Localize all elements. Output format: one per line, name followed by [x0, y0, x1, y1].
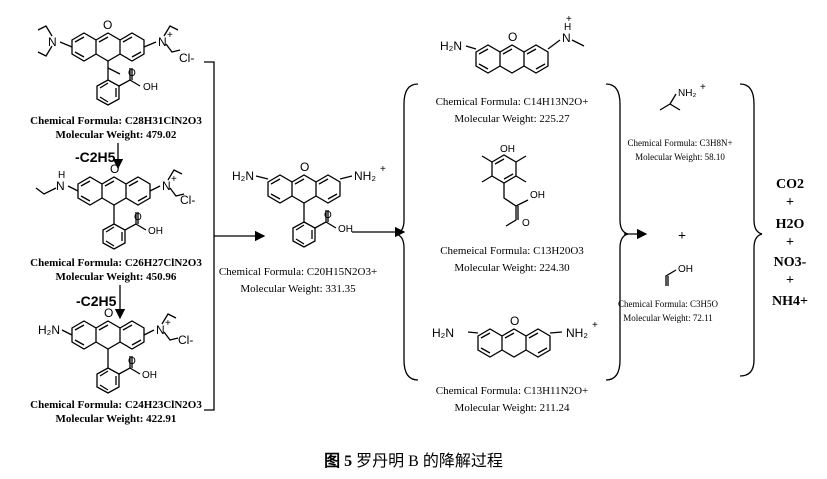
- svg-text:O: O: [510, 314, 519, 328]
- svg-text:OH: OH: [143, 82, 158, 93]
- final-co2: CO2: [776, 177, 804, 192]
- svg-text:OH: OH: [338, 224, 353, 235]
- svg-text:O: O: [522, 218, 530, 229]
- figure-caption: 图 5 罗丹明 B 的降解过程: [0, 447, 827, 471]
- final-plus-2: +: [786, 235, 794, 250]
- product-2-structure: OH OH O: [481, 144, 545, 229]
- s1-formula: Chemical Formula: C3H8N+: [627, 138, 732, 148]
- svg-text:H₂N: H₂N: [38, 323, 60, 337]
- s2-formula: Chemical Formula: C3H5O: [618, 299, 718, 309]
- brace-final: [739, 83, 763, 377]
- svg-text:OH: OH: [142, 370, 157, 381]
- m4-formula: Chemical Formula: C20H15N2O3+: [219, 266, 377, 278]
- svg-text:H₂N: H₂N: [232, 169, 254, 183]
- svg-text:N: N: [156, 323, 165, 337]
- p2-formula: Chemeical Formula: C13H20O3: [440, 245, 584, 257]
- p1-formula: Chemical Formula: C14H13N2O+: [436, 96, 589, 108]
- m2-formula: Chemical Formula: C26H27ClN2O3: [30, 257, 202, 269]
- m3-counterion: Cl-: [178, 333, 193, 347]
- svg-text:N: N: [562, 31, 571, 45]
- svg-text:O: O: [134, 212, 142, 223]
- svg-text:NH₂: NH₂: [354, 169, 376, 183]
- m1-counterion: Cl-: [179, 51, 194, 65]
- svg-text:+: +: [165, 318, 171, 329]
- s2-mw: Molecular Weight: 72.11: [623, 313, 713, 323]
- m1-mw: Molecular Weight: 479.02: [56, 129, 177, 141]
- product-1-structure: O H₂N N H +: [440, 14, 585, 74]
- svg-text:NH₂: NH₂: [566, 326, 588, 340]
- svg-text:O: O: [508, 30, 517, 44]
- svg-text:O: O: [324, 210, 332, 221]
- final-no3: NO3-: [774, 255, 807, 270]
- amine-n-label: N: [48, 35, 57, 49]
- m3-formula: Chemical Formula: C24H23ClN2O3: [30, 399, 202, 411]
- final-plus-1: +: [786, 195, 794, 210]
- ring-oxygen-label: O: [103, 18, 112, 32]
- m1-formula: Chemical Formula: C28H31ClN2O3: [30, 115, 202, 127]
- p3-mw: Molecular Weight: 211.24: [455, 402, 570, 414]
- svg-text:OH: OH: [530, 190, 545, 201]
- final-nh4: NH4+: [772, 294, 808, 309]
- final-plus-3: +: [786, 273, 794, 288]
- svg-text:OH: OH: [678, 264, 693, 275]
- small-molecule-1-structure: NH₂ +: [659, 82, 706, 111]
- m4-mw: Molecular Weight: 331.35: [240, 283, 356, 295]
- svg-text:+: +: [566, 14, 572, 25]
- molecule-deethylated-1: O N H N + OH O Cl-: [35, 162, 195, 250]
- molecule-rhodamine-b: O N N + OH O Cl-: [37, 18, 194, 106]
- m2-mw: Molecular Weight: 450.96: [56, 271, 177, 283]
- svg-text:+: +: [592, 320, 598, 331]
- svg-text:H: H: [58, 170, 65, 181]
- step2-label: -C2H5: [76, 293, 117, 309]
- p2-mw: Molecular Weight: 224.30: [454, 262, 570, 274]
- svg-text:+: +: [167, 30, 173, 41]
- caption-text: 罗丹明 B 的降解过程: [356, 453, 503, 470]
- m3-mw: Molecular Weight: 422.91: [56, 413, 177, 425]
- svg-text:O: O: [300, 160, 309, 174]
- svg-text:OH: OH: [148, 226, 163, 237]
- svg-text:H₂N: H₂N: [440, 39, 462, 53]
- plus-sign: +: [678, 229, 686, 244]
- svg-text:NH₂: NH₂: [678, 88, 696, 99]
- bracket-left-group: [204, 61, 215, 411]
- brace-left-products: [395, 83, 419, 381]
- product-3-structure: O H₂N NH₂ +: [432, 314, 598, 358]
- svg-text:+: +: [380, 164, 386, 175]
- p3-formula: Chemical Formula: C13H11N2O+: [436, 385, 588, 397]
- svg-text:O: O: [104, 306, 113, 320]
- svg-text:N: N: [56, 179, 65, 193]
- molecule-deethylated-2: O H₂N N + OH O Cl-: [38, 306, 193, 394]
- brace-right-products: [605, 83, 629, 381]
- final-h2o: H2O: [776, 217, 805, 232]
- svg-text:O: O: [110, 162, 119, 176]
- svg-text:O: O: [128, 68, 136, 79]
- p1-mw: Molecular Weight: 225.27: [454, 113, 570, 125]
- molecule-fully-deethylated: O H₂N NH₂ + OH O: [232, 160, 386, 248]
- svg-text:N: N: [162, 179, 171, 193]
- svg-text:OH: OH: [500, 144, 515, 155]
- m2-counterion: Cl-: [180, 193, 195, 207]
- svg-text:H₂N: H₂N: [432, 326, 454, 340]
- iminium-n-label: N: [158, 35, 167, 49]
- caption-prefix: 图 5: [324, 453, 353, 470]
- degradation-diagram: O N N + OH O Cl- Chemical Formula: C28H3…: [30, 14, 808, 425]
- svg-text:O: O: [128, 356, 136, 367]
- s1-mw: Molecular Weight: 58.10: [635, 152, 725, 162]
- svg-text:+: +: [171, 174, 177, 185]
- step1-label: -C2H5: [75, 149, 116, 165]
- svg-text:H: H: [564, 22, 571, 33]
- svg-text:+: +: [700, 82, 706, 93]
- small-molecule-2-structure: OH: [665, 264, 693, 286]
- final-products: CO2 + H2O + NO3- + NH4+: [772, 177, 808, 309]
